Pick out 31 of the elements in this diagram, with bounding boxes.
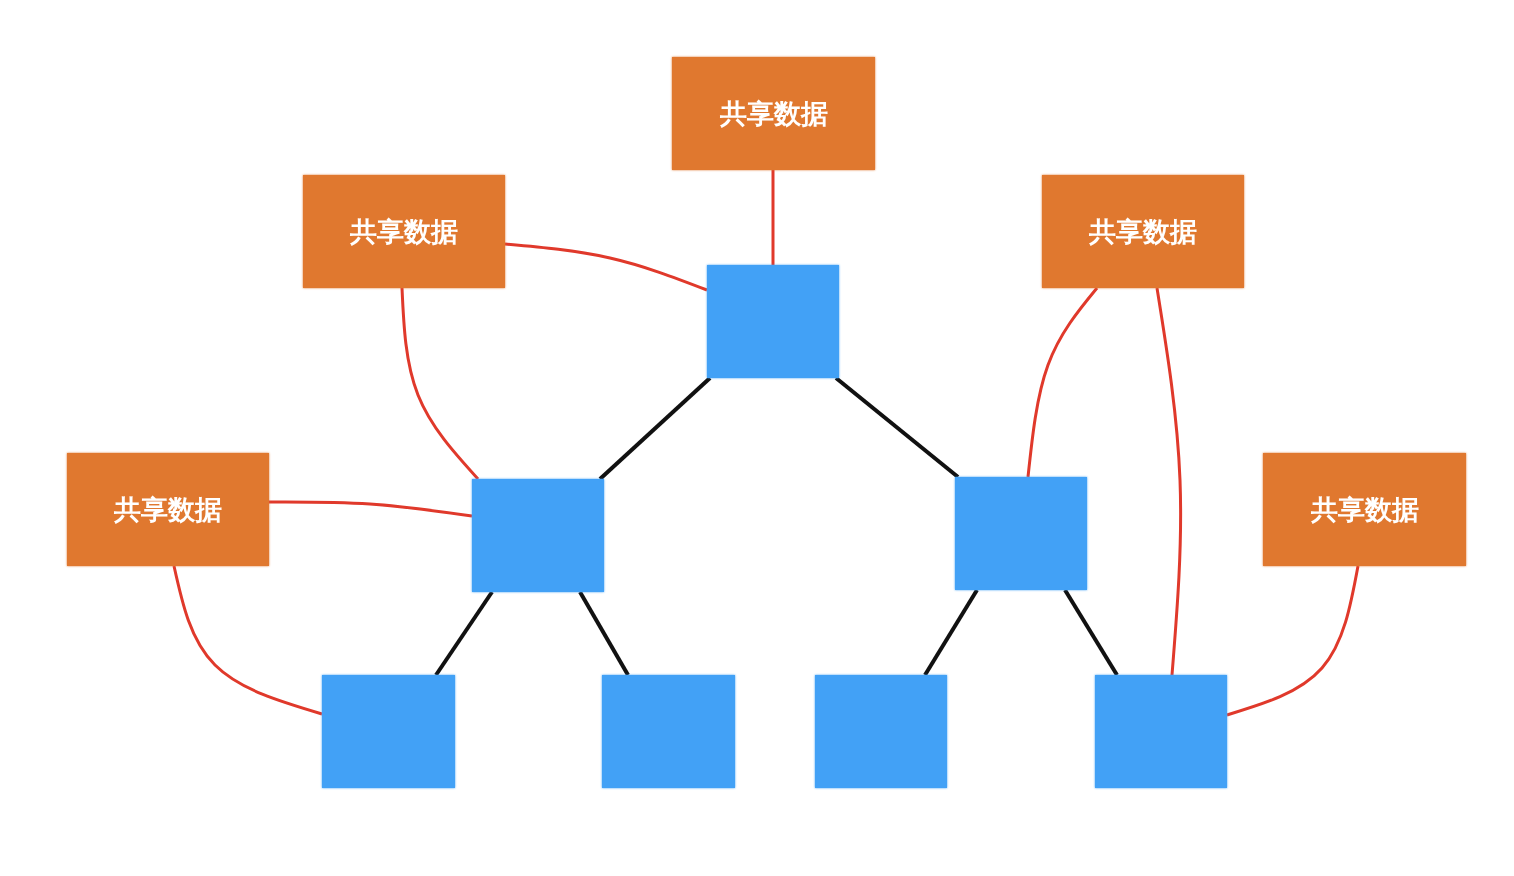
square-node [1095, 675, 1227, 788]
connector-line [1026, 287, 1099, 478]
data-box [1263, 453, 1466, 566]
square-node [602, 675, 735, 788]
tree-link [834, 376, 960, 479]
data-box [303, 175, 505, 288]
node-label: 共享数据 [114, 492, 222, 527]
connector-line [400, 287, 480, 480]
square-node [472, 479, 604, 592]
tree-link [923, 588, 979, 677]
tree-link [434, 590, 494, 677]
square-node [322, 675, 455, 788]
tree-link [598, 376, 712, 481]
data-box [1042, 175, 1244, 288]
connector-line [1155, 287, 1183, 676]
connector-line [504, 242, 708, 292]
node-label: 共享数据 [1310, 492, 1419, 527]
tree-link [1063, 588, 1119, 677]
node-label: 共享数据 [719, 96, 828, 131]
node-label: 共享数据 [350, 214, 458, 249]
data-box [67, 453, 269, 566]
connector-line [771, 170, 775, 265]
connector-line [172, 565, 323, 716]
square-node [955, 477, 1087, 590]
square-node [815, 675, 947, 788]
square-node [707, 265, 839, 378]
connector-line [269, 500, 473, 518]
node-label: 共享数据 [1089, 214, 1197, 249]
tree-link [578, 591, 630, 676]
data-box [672, 57, 875, 170]
connector-line [1226, 565, 1360, 717]
